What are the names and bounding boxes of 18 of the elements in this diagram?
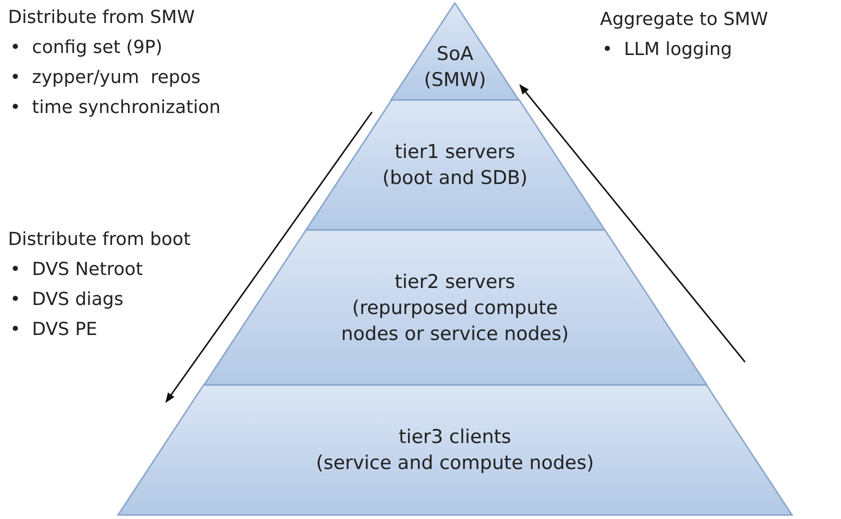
tier-description: (boot and SDB) (382, 166, 528, 191)
list-heading: Distribute from boot (8, 228, 191, 252)
tier-title: tier2 servers (394, 270, 516, 294)
bullet-item: • LLM logging (602, 38, 734, 62)
bullet-item: • DVS PE (10, 318, 98, 342)
tier-title: tier1 servers (394, 140, 516, 165)
tier-description: (repurposed compute nodes or service nodes) (340, 296, 570, 346)
list-heading: Distribute from SMW (8, 6, 196, 30)
bullet-item: • DVS Netroot (10, 258, 144, 282)
tier-description: (SMW) (424, 68, 486, 92)
tier-title: SoA (436, 42, 474, 66)
bullet-item: • DVS diags (10, 288, 124, 312)
bullet-item: • zypper/yum repos (10, 66, 202, 90)
bullet-item: • time synchronization (10, 96, 221, 120)
tier-description: (service and compute nodes) (316, 451, 594, 476)
list-heading: Aggregate to SMW (600, 8, 768, 32)
bullet-item: • config set (9P) (10, 36, 164, 60)
tier-title: tier3 clients (398, 425, 512, 450)
